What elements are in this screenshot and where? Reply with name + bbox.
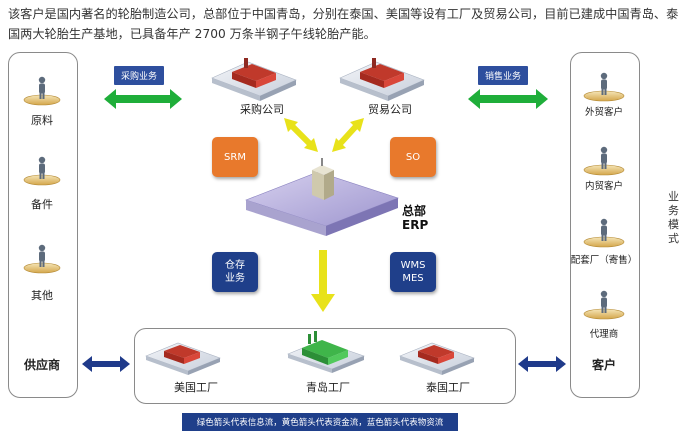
customer-item-foreign: 外贸客户 [584, 107, 624, 118]
navy-arrow-supplier-factory [82, 356, 130, 372]
customer-title: 客户 [591, 358, 617, 372]
us-factory-building-icon [145, 342, 221, 375]
hq-erp-platform [245, 158, 399, 236]
supplier-title: 供应商 [23, 358, 61, 372]
supplier-icon-spare-parts [23, 156, 61, 186]
green-arrow-supplier-purchase [104, 89, 182, 109]
supplier-icon-raw-material [23, 76, 61, 106]
customer-item-domestic: 内贸客户 [584, 181, 624, 192]
flow-legend: 绿色箭头代表信息流，黄色箭头代表资金流，蓝色箭头代表物资流 [182, 413, 458, 431]
customer-icon-agent [583, 290, 625, 320]
thailand-factory-building-icon [399, 342, 475, 375]
so-box: SO [390, 137, 436, 177]
supplier-panel [8, 52, 78, 398]
warehouse-business-box: 仓存 业务 [212, 252, 258, 292]
yellow-arrow-purchase-hq [284, 118, 318, 152]
supplier-item-spare-parts: 备件 [31, 198, 53, 211]
intro-paragraph: 该客户是国内著名的轮胎制造公司，总部位于中国青岛，分别在泰国、美国等设有工厂及贸… [8, 7, 679, 41]
trade-company-building-icon [339, 58, 425, 101]
customer-icon-domestic [583, 146, 625, 176]
hq-label-line2: ERP [402, 218, 429, 232]
thailand-factory-label: 泰国工厂 [426, 381, 470, 394]
purchase-business-tag: 采购业务 [114, 66, 165, 85]
supplier-item-other: 其他 [31, 289, 53, 302]
customer-item-oem: 配套厂（寄售） [570, 255, 638, 266]
hq-erp-label: 总部 ERP [402, 204, 428, 232]
sales-business-tag: 销售业务 [478, 66, 529, 85]
customer-icon-foreign [583, 72, 625, 102]
green-arrow-trade-customer [468, 89, 548, 109]
business-model-side-title: 业务模式 [668, 190, 679, 245]
trade-company-label: 贸易公司 [368, 103, 412, 116]
customer-item-agent: 代理商 [589, 329, 619, 340]
yellow-arrow-hq-factories [311, 250, 335, 312]
wms-mes-box: WMS MES [390, 252, 436, 292]
supplier-icon-other [23, 244, 61, 274]
srm-box: SRM [212, 137, 258, 177]
purchase-company-label: 采购公司 [240, 103, 284, 116]
yellow-arrow-trade-hq [332, 118, 364, 152]
supplier-item-raw-material: 原料 [31, 114, 53, 127]
qingdao-factory-label: 青岛工厂 [306, 381, 350, 394]
hq-label-line1: 总部 [402, 204, 427, 218]
customer-icon-oem [583, 218, 625, 248]
navy-arrow-factory-customer [518, 356, 566, 372]
us-factory-label: 美国工厂 [174, 381, 218, 394]
purchase-company-building-icon [211, 58, 297, 101]
qingdao-factory-building-icon [287, 331, 365, 373]
